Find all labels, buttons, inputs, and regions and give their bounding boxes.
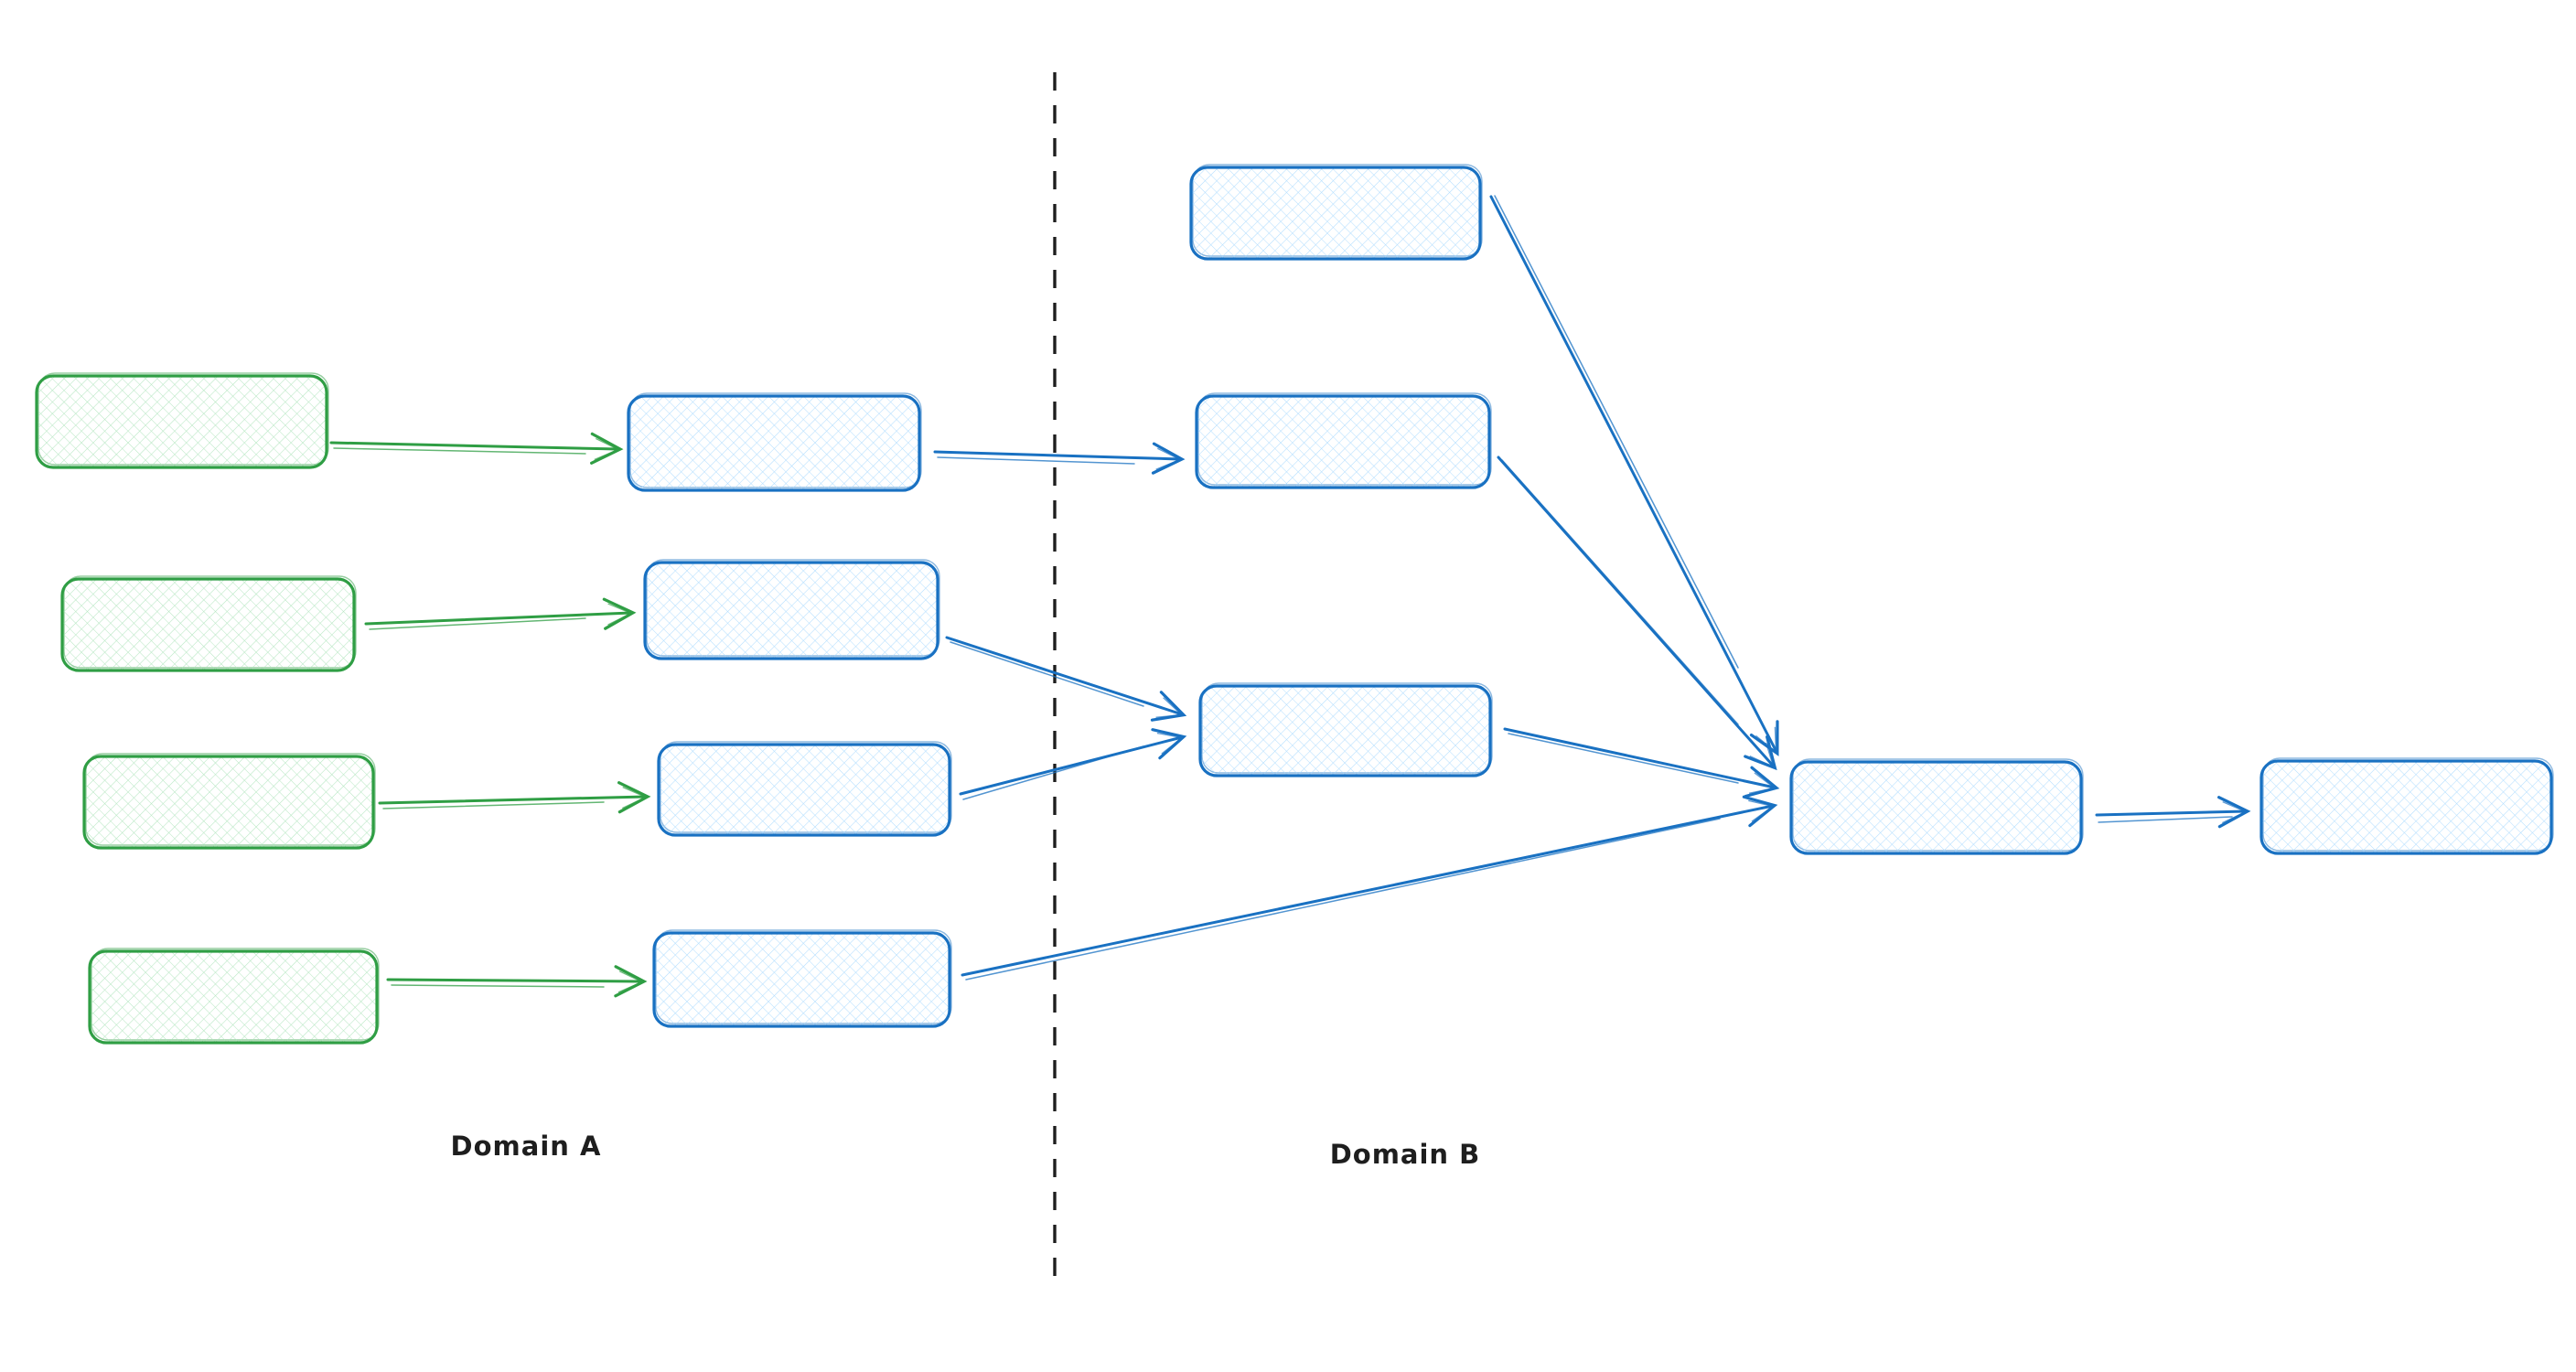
edge-a-stage-4-to-b-merge	[961, 795, 1778, 981]
node-b-stage-2	[1195, 392, 1492, 489]
node-a-input-2	[60, 575, 357, 672]
node-a-stage-4	[652, 929, 952, 1028]
edge-a-stage-1-to-b-stage-2	[933, 442, 1186, 475]
edge-b-stage-1-to-b-merge	[1489, 195, 1779, 756]
node-a-input-3	[82, 753, 376, 850]
node-b-stage-1	[1189, 164, 1483, 261]
edge-a-input-2-to-a-stage-2	[364, 597, 637, 630]
edge-a-input-4-to-a-stage-4	[386, 965, 648, 998]
domain-b-label: Domain B	[1330, 1139, 1481, 1170]
edge-b-stage-2-to-b-merge	[1497, 456, 1777, 771]
edge-a-input-3-to-a-stage-3	[378, 781, 651, 814]
edge-b-merge-to-b-output	[2095, 796, 2251, 829]
edge-a-stage-2-to-b-stage-3	[945, 636, 1187, 722]
edge-b-stage-3-to-b-merge	[1503, 727, 1780, 799]
edge-a-stage-3-to-b-stage-3	[959, 728, 1187, 800]
node-a-input-4	[88, 948, 380, 1045]
node-b-output	[2259, 757, 2554, 855]
node-a-stage-2	[643, 559, 940, 660]
node-a-stage-1	[627, 392, 922, 492]
node-a-stage-3	[657, 741, 952, 837]
node-b-stage-3	[1198, 682, 1493, 777]
node-a-input-1	[35, 372, 329, 469]
node-b-merge	[1789, 758, 2084, 855]
edge-a-input-1-to-a-stage-1	[329, 432, 624, 465]
domain-a-label: Domain A	[451, 1131, 602, 1162]
